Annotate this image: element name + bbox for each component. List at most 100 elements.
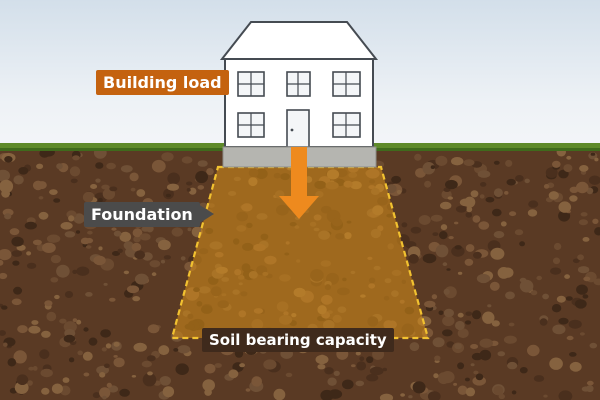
soil-pebble (457, 362, 465, 370)
soil-pebble (101, 184, 110, 190)
soil-pebble (160, 259, 166, 264)
soil-pebble (36, 163, 44, 169)
soil-pebble (96, 365, 109, 375)
soil-pebble (594, 227, 600, 236)
soil-pebble (451, 245, 465, 257)
soil-pebble (435, 155, 448, 166)
soil-pebble (580, 212, 588, 217)
soil-pebble (1, 305, 8, 310)
soil-pebble (100, 329, 111, 338)
soil-pebble (3, 342, 8, 347)
soil-pebble (151, 272, 157, 277)
soil-pebble (366, 356, 374, 364)
soil-pebble (90, 184, 98, 189)
soil-pebble (113, 357, 125, 368)
soil-pebble (400, 393, 405, 397)
soil-pebble (408, 253, 419, 264)
soil-pebble (414, 153, 422, 161)
soil-pebble (590, 152, 596, 156)
soil-pebble (28, 325, 41, 334)
soil-pebble (418, 215, 431, 225)
soil-pebble (409, 342, 420, 352)
soil-pebble (508, 211, 517, 217)
soil-pebble (359, 356, 365, 362)
soil-pebble (440, 201, 452, 210)
foundation-label: Foundation (84, 202, 200, 227)
soil-pebble (68, 215, 75, 222)
soil-pebble (134, 273, 149, 285)
soil-pebble (147, 324, 160, 334)
soil-pebble (471, 352, 483, 361)
soil-pebble (579, 165, 589, 172)
soil-pebble (99, 372, 106, 378)
soil-pebble (442, 262, 448, 267)
soil-pebble (351, 364, 356, 368)
soil-pebble (579, 332, 585, 336)
soil-pebble (133, 342, 147, 352)
soil-pebble (13, 350, 27, 364)
house-roof (219, 21, 379, 60)
soil-pebble (132, 228, 143, 238)
soil-pebble (251, 376, 262, 387)
soil-pebble (27, 380, 33, 386)
soil-pebble (109, 186, 118, 192)
house-door (286, 109, 310, 148)
soil-pebble (56, 163, 63, 170)
soil-pebble (102, 188, 116, 200)
soil-pebble (44, 300, 53, 307)
soil-pebble (440, 224, 448, 231)
soil-pebble (564, 274, 570, 279)
soil-pebble (490, 247, 505, 260)
soil-pebble (165, 193, 171, 198)
soil-pebble (438, 310, 444, 316)
soil-pebble (435, 244, 449, 258)
soil-pebble (342, 379, 354, 390)
load-arrow-shaft (291, 147, 307, 197)
soil-pebble (31, 320, 39, 325)
soil-pebble (594, 157, 599, 162)
soil-pebble (576, 181, 589, 194)
soil-pebble (355, 351, 361, 356)
soil-pebble (317, 364, 326, 370)
soil-pebble (439, 231, 448, 240)
soil-pebble (503, 335, 517, 344)
soil-pebble (433, 373, 439, 379)
soil-pebble (0, 330, 6, 336)
soil-pebble (42, 242, 56, 253)
soil-pebble (432, 337, 445, 348)
soil-pebble (427, 391, 441, 400)
soil-pebble (507, 361, 518, 370)
soil-pebble (558, 169, 569, 179)
soil-pebble (163, 255, 171, 260)
soil-pebble (87, 230, 93, 235)
soil-pebble (126, 285, 140, 294)
soil-pebble (80, 237, 90, 245)
soil-pebble (566, 335, 574, 341)
soil-pebble (440, 371, 455, 384)
soil-pebble (17, 325, 28, 334)
soil-pebble (7, 358, 17, 367)
soil-pebble (431, 294, 438, 300)
soil-pebble (72, 269, 78, 274)
soil-pebble (102, 395, 107, 400)
soil-pebble (543, 394, 548, 398)
soil-pebble (593, 278, 600, 286)
soil-pebble (442, 329, 453, 337)
soil-pebble (548, 191, 559, 200)
soil-bearing-capacity-label: Soil bearing capacity (202, 328, 394, 352)
soil-pebble (569, 352, 577, 357)
soil-pebble (574, 299, 587, 309)
soil-pebble (457, 312, 464, 318)
soil-pebble (11, 236, 24, 247)
soil-pebble (95, 162, 104, 169)
soil-pebble (515, 175, 524, 182)
soil-pebble (113, 355, 118, 358)
soil-pebble (99, 387, 111, 399)
soil-pebble (550, 267, 562, 275)
soil-pebble (214, 363, 222, 368)
soil-bearing-zone-outline (170, 165, 430, 340)
building-load-label: Building load (96, 70, 229, 95)
soil-pebble (470, 363, 475, 367)
soil-pebble (175, 363, 189, 376)
soil-pebble (592, 218, 599, 224)
